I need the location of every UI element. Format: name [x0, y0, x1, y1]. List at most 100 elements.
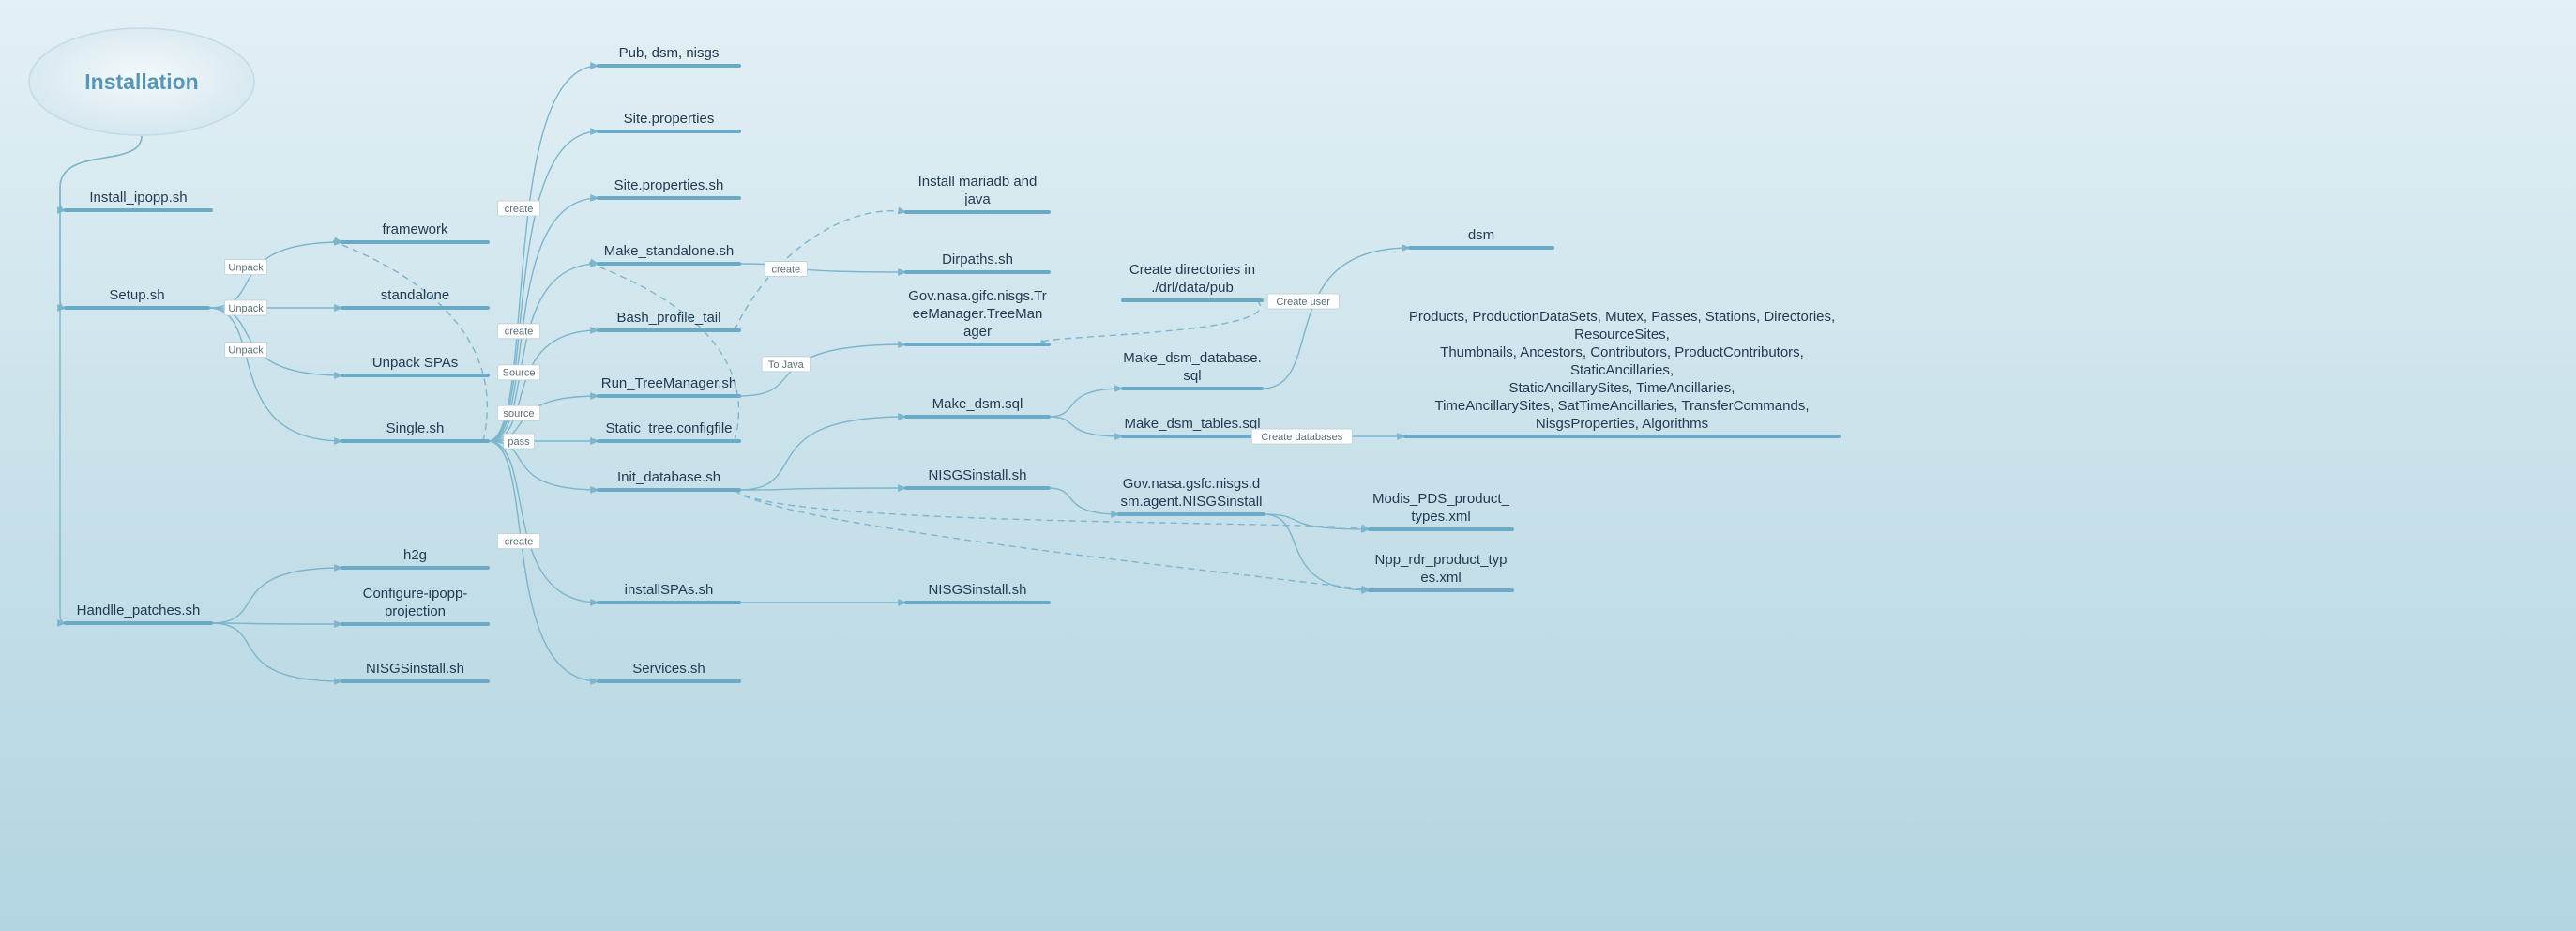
topic-node-standalone[interactable]: standalone — [341, 287, 490, 310]
topic-node-make_dsm_tables[interactable]: Make_dsm_tables.sql — [1121, 416, 1264, 438]
topic-node-handle_patches[interactable]: Handlle_patches.sh — [64, 603, 213, 625]
connector-init_database-make_dsm_sql — [738, 413, 907, 491]
topic-label: Run_TreeManager.sh — [601, 375, 737, 391]
relation-create_dirs-treemanager_class — [1039, 299, 1262, 347]
connector-single-services — [487, 440, 599, 685]
connector-root-handle_patches — [57, 135, 143, 627]
svg-text:Create user: Create user — [1276, 297, 1330, 308]
topic-label: Bash_profile_tail — [617, 310, 721, 326]
topic-label: Static_tree.configfile — [605, 420, 732, 436]
topic-node-dirpaths[interactable]: Dirpaths.sh — [904, 252, 1051, 274]
connector-single-site_props — [487, 128, 599, 442]
topic-label: Modis_PDS_product_types.xml — [1372, 491, 1510, 525]
topic-node-make_dsm_db[interactable]: Make_dsm_database.sql — [1121, 350, 1264, 390]
relation-single-framework — [333, 237, 488, 442]
topic-node-unpack_spas[interactable]: Unpack SPAs — [341, 355, 490, 377]
connector-label: Create databases — [1250, 428, 1353, 445]
svg-text:To Java: To Java — [768, 359, 805, 371]
topic-label: Handlle_patches.sh — [77, 603, 201, 618]
topic-label: Install_ipopp.sh — [89, 190, 187, 206]
relation-init_database-npp_rdr — [734, 489, 1371, 593]
topic-node-install_spas[interactable]: installSPAs.sh — [597, 582, 741, 604]
topic-node-nisgs_install_b[interactable]: NISGSinstall.sh — [904, 467, 1051, 490]
topic-node-modis_pds[interactable]: Modis_PDS_product_types.xml — [1368, 491, 1514, 531]
connector-label: create — [497, 200, 541, 217]
svg-text:create: create — [772, 264, 801, 275]
topic-node-dsm[interactable]: dsm — [1408, 227, 1554, 250]
topic-node-framework[interactable]: framework — [341, 221, 490, 244]
connector-nisgs_install_b-nisgs_agent — [1048, 487, 1120, 518]
svg-text:Unpack: Unpack — [228, 263, 264, 274]
connector-make_standalone-dirpaths — [738, 263, 907, 276]
topic-label: NISGSinstall.sh — [366, 661, 464, 677]
svg-text:create: create — [505, 537, 534, 548]
topic-node-single[interactable]: Single.sh — [341, 420, 490, 443]
topic-node-init_database[interactable]: Init_database.sh — [597, 469, 741, 492]
connector-single-site_props_sh — [487, 194, 599, 442]
topic-node-services[interactable]: Services.sh — [597, 661, 741, 683]
connector-single-make_standalone — [487, 260, 599, 442]
topic-label: Products, ProductionDataSets, Mutex, Pas… — [1409, 309, 1835, 432]
topic-node-site_props_sh[interactable]: Site.properties.sh — [597, 177, 741, 200]
topic-node-create_dirs[interactable]: Create directories in./drl/data/pub — [1121, 262, 1264, 302]
topic-node-setup[interactable]: Setup.sh — [64, 287, 210, 310]
root-topic-label: Installation — [84, 69, 198, 94]
topic-node-site_props[interactable]: Site.properties — [597, 111, 741, 133]
topic-label: Unpack SPAs — [372, 355, 458, 371]
dashed-relation-lines — [333, 206, 1371, 593]
topic-node-nisgs_install_c[interactable]: NISGSinstall.sh — [904, 582, 1051, 604]
connector-label: Unpack — [224, 299, 268, 316]
topic-label: installSPAs.sh — [625, 582, 714, 598]
connector-label: Source — [497, 364, 541, 381]
topic-label: Pub, dsm, nisgs — [619, 45, 720, 61]
root-topic[interactable]: Installation — [28, 27, 255, 136]
topic-label: Create directories in./drl/data/pub — [1129, 262, 1255, 296]
svg-text:Unpack: Unpack — [228, 345, 264, 357]
connector-nisgs_agent-npp_rdr — [1263, 513, 1371, 594]
topic-node-bash_profile[interactable]: Bash_profile_tail — [597, 310, 741, 332]
connector-single-pub_dsm — [487, 62, 599, 442]
topic-node-run_treemanager[interactable]: Run_TreeManager.sh — [597, 375, 741, 398]
topic-label: standalone — [381, 287, 449, 303]
topic-label: Configure-ipopp-projection — [363, 586, 468, 619]
connector-label: To Java — [761, 356, 811, 373]
topic-node-pub_dsm[interactable]: Pub, dsm, nisgs — [597, 45, 741, 68]
topic-label: Dirpaths.sh — [942, 252, 1013, 267]
topic-label: Make_dsm_tables.sql — [1124, 416, 1260, 432]
topic-label: h2g — [403, 547, 427, 563]
connector-handle_patches-nisgs_install_a — [210, 622, 343, 685]
topic-node-make_dsm_sql[interactable]: Make_dsm.sql — [904, 396, 1051, 419]
connector-label: pass — [503, 433, 535, 450]
topic-node-products[interactable]: Products, ProductionDataSets, Mutex, Pas… — [1403, 309, 1841, 438]
connector-single-init_database — [487, 440, 599, 494]
svg-text:pass: pass — [508, 436, 530, 448]
svg-text:create: create — [505, 204, 534, 215]
topic-label: Make_standalone.sh — [604, 243, 734, 259]
connector-nisgs_agent-modis_pds — [1263, 513, 1371, 533]
topic-label: NISGSinstall.sh — [928, 467, 1026, 483]
svg-text:Unpack: Unpack — [228, 303, 264, 314]
connector-lines — [57, 62, 1411, 685]
topic-node-make_standalone[interactable]: Make_standalone.sh — [597, 243, 741, 266]
topic-node-configure_ipopp[interactable]: Configure-ipopp-projection — [341, 586, 490, 626]
connector-label: Create user — [1266, 293, 1340, 310]
topic-node-nisgs_install_a[interactable]: NISGSinstall.sh — [341, 661, 490, 683]
connector-make_dsm_sql-make_dsm_db — [1048, 385, 1124, 418]
topic-node-static_tree[interactable]: Static_tree.configfile — [597, 420, 741, 443]
topic-label: NISGSinstall.sh — [928, 582, 1026, 598]
topic-label: Site.properties — [624, 111, 715, 127]
topic-node-install_ipopp[interactable]: Install_ipopp.sh — [64, 190, 213, 212]
connector-make_dsm_sql-make_dsm_tables — [1048, 416, 1124, 440]
topic-label: dsm — [1468, 227, 1494, 243]
topic-node-h2g[interactable]: h2g — [341, 547, 490, 570]
svg-text:source: source — [504, 408, 535, 420]
connector-label: Unpack — [224, 259, 268, 276]
